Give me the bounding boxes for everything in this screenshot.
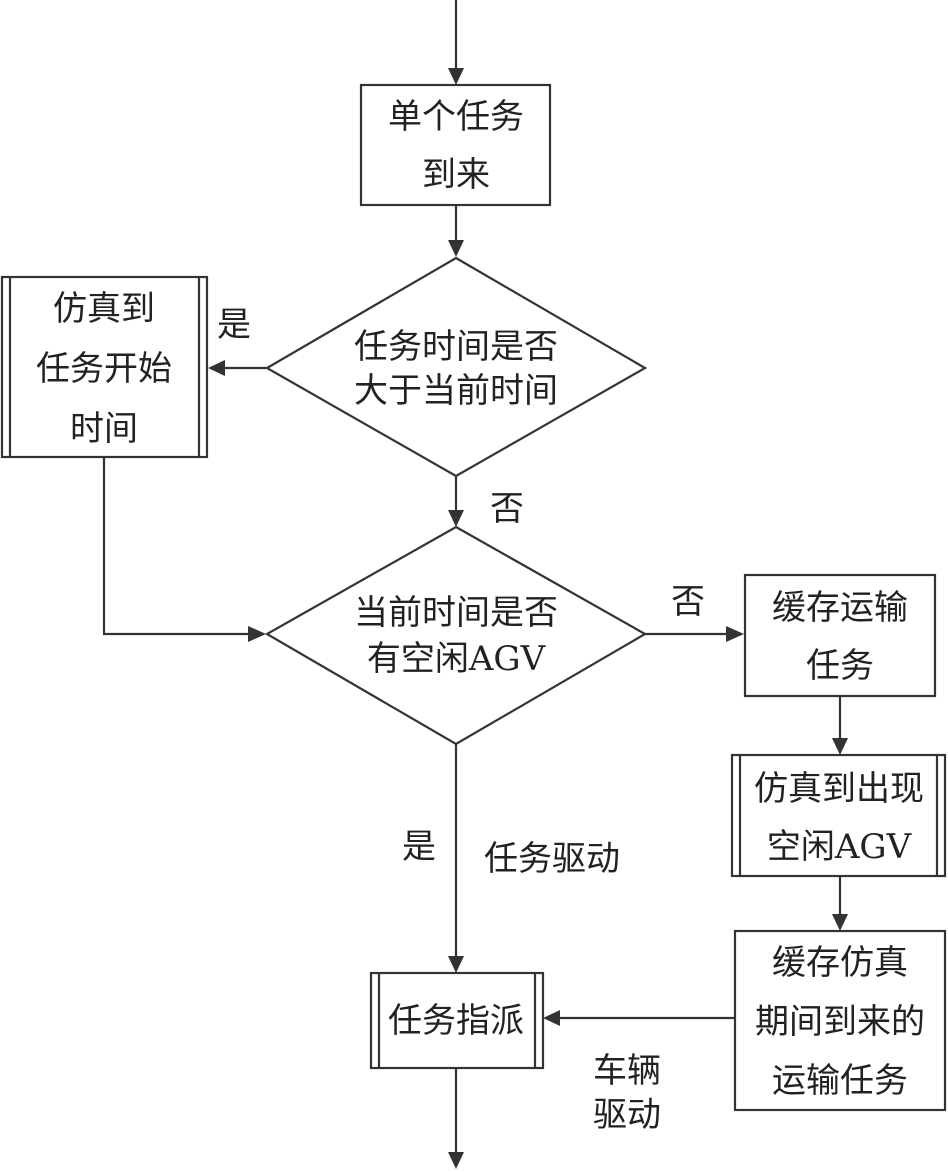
node-text: 大于当前时间 bbox=[354, 371, 558, 411]
arrowhead bbox=[448, 68, 464, 85]
node-agv-check: 当前时间是否 有空闲AGV bbox=[264, 525, 648, 746]
node-cache-arrivals: 缓存仿真 期间到来的 运输任务 bbox=[733, 929, 947, 1112]
arrowhead bbox=[248, 626, 266, 642]
arrowhead bbox=[448, 1152, 464, 1169]
edge-labels: 是 否 否 是 任务驱动 车辆 驱动 bbox=[217, 305, 705, 1135]
process-box bbox=[733, 929, 947, 1112]
node-text: 空闲AGV bbox=[767, 827, 913, 867]
subprocess-box bbox=[730, 753, 947, 878]
node-sim-to-idle: 仿真到出现 空闲AGV bbox=[730, 753, 947, 878]
subprocess-box bbox=[0, 275, 209, 459]
node-text: 缓存运输 bbox=[772, 588, 908, 628]
node-cache-task: 缓存运输 任务 bbox=[743, 573, 937, 698]
edge-simstart-to-agvcheck bbox=[102, 457, 248, 636]
node-text: 时间 bbox=[70, 409, 138, 449]
arrowhead bbox=[208, 360, 225, 376]
node-text: 到来 bbox=[422, 155, 490, 195]
node-text: 缓存仿真 bbox=[772, 943, 908, 983]
node-text: 期间到来的 bbox=[755, 1002, 925, 1042]
label-no-to-cache: 否 bbox=[671, 582, 705, 622]
arrowhead bbox=[832, 914, 848, 931]
arrowhead bbox=[448, 240, 464, 257]
arrowhead bbox=[832, 738, 848, 755]
arrowhead bbox=[448, 510, 464, 527]
label-yes-to-simstart: 是 bbox=[217, 305, 251, 345]
decision-diamond bbox=[264, 256, 648, 478]
node-text: 单个任务 bbox=[388, 97, 524, 137]
label-no-to-agvcheck: 否 bbox=[490, 489, 524, 529]
node-text: 运输任务 bbox=[772, 1061, 908, 1101]
label-yes-to-dispatch: 是 bbox=[402, 827, 436, 867]
node-text: 仿真到出现 bbox=[754, 769, 924, 809]
process-box bbox=[359, 83, 552, 207]
node-sim-to-start: 仿真到 任务开始 时间 bbox=[0, 275, 209, 459]
node-text: 任务时间是否 bbox=[354, 327, 558, 367]
node-text: 当前时间是否 bbox=[354, 593, 558, 633]
arrowhead bbox=[726, 626, 744, 642]
label-vehicle-driven: 驱动 bbox=[593, 1095, 661, 1135]
node-text: 有空闲AGV bbox=[367, 639, 547, 679]
node-text: 任务开始 bbox=[36, 349, 172, 389]
node-time-check: 任务时间是否 大于当前时间 bbox=[264, 256, 648, 478]
subprocess-box bbox=[369, 971, 545, 1070]
process-box bbox=[743, 573, 937, 698]
label-vehicle-driven: 车辆 bbox=[593, 1051, 661, 1091]
arrowhead bbox=[448, 956, 464, 973]
node-text: 仿真到 bbox=[53, 289, 155, 329]
label-task-driven: 任务驱动 bbox=[484, 839, 620, 879]
decision-diamond bbox=[264, 525, 648, 746]
node-text: 任务指派 bbox=[388, 1001, 524, 1041]
node-task-dispatch: 任务指派 bbox=[369, 971, 545, 1070]
node-task-arrival: 单个任务 到来 bbox=[359, 83, 552, 207]
arrowhead bbox=[543, 1010, 560, 1026]
connectors bbox=[102, 0, 848, 1169]
node-text: 任务 bbox=[806, 646, 874, 686]
